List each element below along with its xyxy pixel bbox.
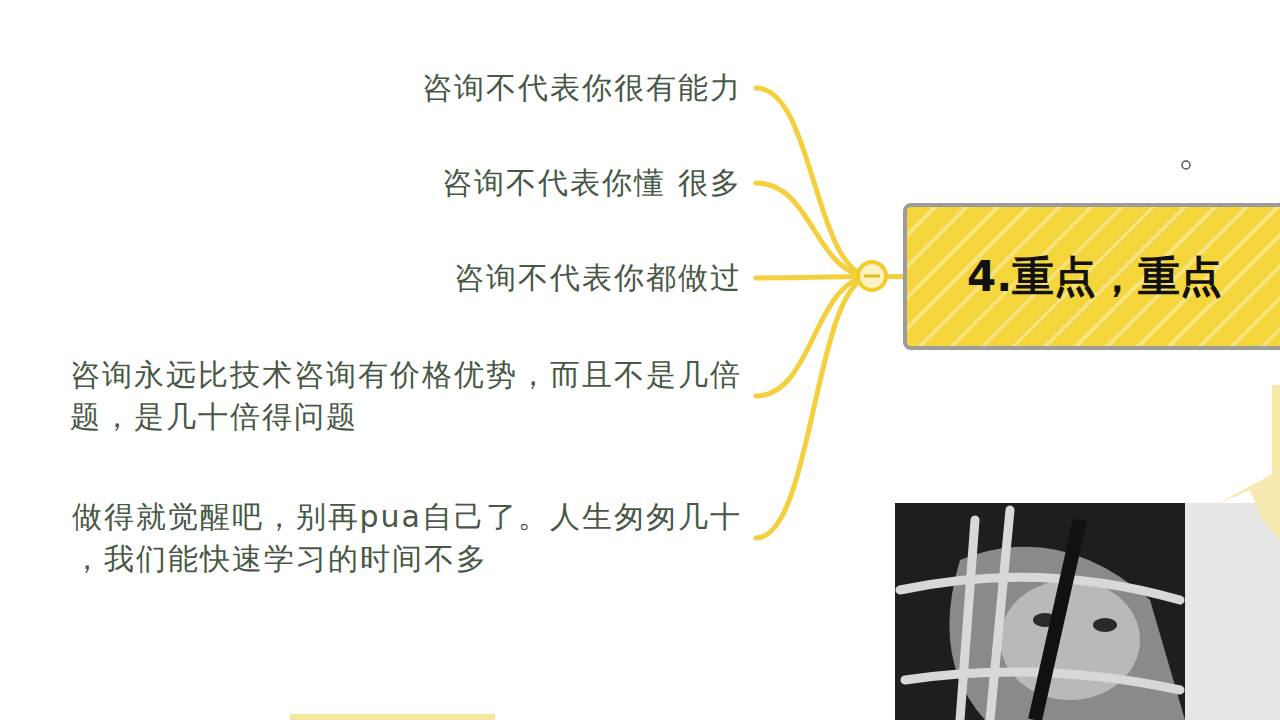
text-line: ，我们能快速学习的时间不多 [72,538,742,580]
bottom-strip [290,714,495,720]
branch-label: 咨询不代表你很有能力 [422,67,742,109]
branch-label: 咨询不代表你都做过 [454,257,742,299]
branch-text: 做得就觉醒吧，别再pua自己了。人生匆匆几十，我们能快速学习的时间不多 [72,496,756,580]
branch-curve [756,183,903,277]
dot [1182,161,1190,169]
branch-text: 咨询不代表你很有能力 [422,67,756,109]
text-line: 做得就觉醒吧，别再pua自己了。人生匆匆几十 [72,496,742,538]
branch-text: 咨询不代表你都做过 [454,257,756,299]
photo [895,470,1280,720]
text-line: 咨询永远比技术咨询有价格优势，而且不是几倍 [70,354,742,396]
title-text: 4.重点，重点 [967,249,1222,305]
branch-label: 做得就觉醒吧，别再pua自己了。人生匆匆几十，我们能快速学习的时间不多 [72,496,742,580]
title-box: 4.重点，重点 [903,203,1280,350]
junction [858,262,886,290]
branch-text: 咨询永远比技术咨询有价格优势，而且不是几倍题，是几十倍得问题 [70,354,756,438]
branch-label: 咨询不代表你懂 很多 [442,162,742,204]
branch-curve [756,277,903,539]
branch-text: 咨询不代表你懂 很多 [442,162,756,204]
text-line: 题，是几十倍得问题 [70,396,742,438]
branch-label: 咨询永远比技术咨询有价格优势，而且不是几倍题，是几十倍得问题 [70,354,742,438]
connector-group [756,88,903,538]
branch-curve [756,88,903,277]
